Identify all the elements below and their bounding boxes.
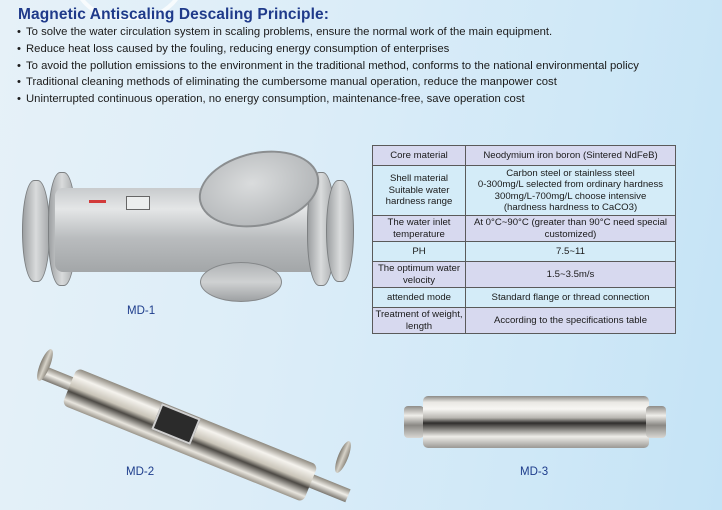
list-item-text: To avoid the pollution emissions to the … [26, 59, 639, 72]
spec-value: 1.5~3.5m/s [465, 261, 676, 288]
product-label-md1: MD-1 [127, 305, 156, 317]
product-md2-image [33, 347, 355, 503]
md1-bottom-flange [200, 262, 282, 302]
spec-key: Core material [372, 145, 466, 166]
list-item: • Uninterrupted continuous operation, no … [17, 91, 639, 108]
table-row: Shell material Suitable water hardness r… [372, 165, 676, 216]
spec-key: The optimum water velocity [372, 261, 466, 288]
bullet-icon: • [17, 59, 21, 72]
table-row: The water inlet temperature At 0°C~90°C … [372, 215, 676, 242]
spec-key: Shell material Suitable water hardness r… [372, 165, 466, 216]
flange-right [331, 439, 355, 475]
spec-value: Carbon steel or stainless steel 0-300mg/… [465, 165, 676, 216]
flange-left [22, 180, 50, 282]
product-label-md3: MD-3 [520, 466, 549, 478]
warning-tag [89, 200, 106, 203]
list-item: • Reduce heat loss caused by the fouling,… [17, 41, 639, 58]
table-row: attended mode Standard flange or thread … [372, 287, 676, 308]
principle-list: • To solve the water circulation system i… [17, 24, 639, 108]
nameplate [126, 196, 150, 210]
spec-key: PH [372, 241, 466, 262]
spec-table: Core material Neodymium iron boron (Sint… [372, 145, 676, 334]
spec-value: 7.5~11 [465, 241, 676, 262]
list-item: • To solve the water circulation system i… [17, 24, 639, 41]
table-row: PH 7.5~11 [372, 241, 676, 262]
flange-right [326, 180, 354, 282]
table-row: The optimum water velocity 1.5~3.5m/s [372, 261, 676, 288]
md3-body [423, 396, 649, 448]
product-label-md2: MD-2 [126, 466, 155, 478]
spec-key: Treatment of weight, length [372, 307, 466, 334]
spec-value: According to the specifications table [465, 307, 676, 334]
bullet-icon: • [17, 42, 21, 55]
spec-key: attended mode [372, 287, 466, 308]
spec-value: Standard flange or thread connection [465, 287, 676, 308]
pipe-end-right [646, 406, 666, 438]
page-title: Magnetic Antiscaling Descaling Principle… [18, 6, 330, 23]
list-item: • To avoid the pollution emissions to the… [17, 58, 639, 75]
pipe-end-left [404, 406, 424, 438]
table-row: Core material Neodymium iron boron (Sint… [372, 145, 676, 166]
bullet-icon: • [17, 26, 21, 38]
list-item-text: Reduce heat loss caused by the fouling, … [26, 42, 450, 55]
list-item: • Traditional cleaning methods of elimina… [17, 74, 639, 91]
list-item-text: Uninterrupted continuous operation, no e… [26, 93, 525, 106]
bullet-icon: • [17, 93, 21, 106]
spec-value: At 0°C~90°C (greater than 90°C need spec… [465, 215, 676, 242]
bullet-icon: • [17, 76, 21, 89]
list-item-text: To solve the water circulation system in… [26, 26, 553, 38]
spec-value: Neodymium iron boron (Sintered NdFeB) [465, 145, 676, 166]
list-item-text: Traditional cleaning methods of eliminat… [26, 76, 557, 89]
table-row: Treatment of weight, length According to… [372, 307, 676, 334]
spec-key: The water inlet temperature [372, 215, 466, 242]
